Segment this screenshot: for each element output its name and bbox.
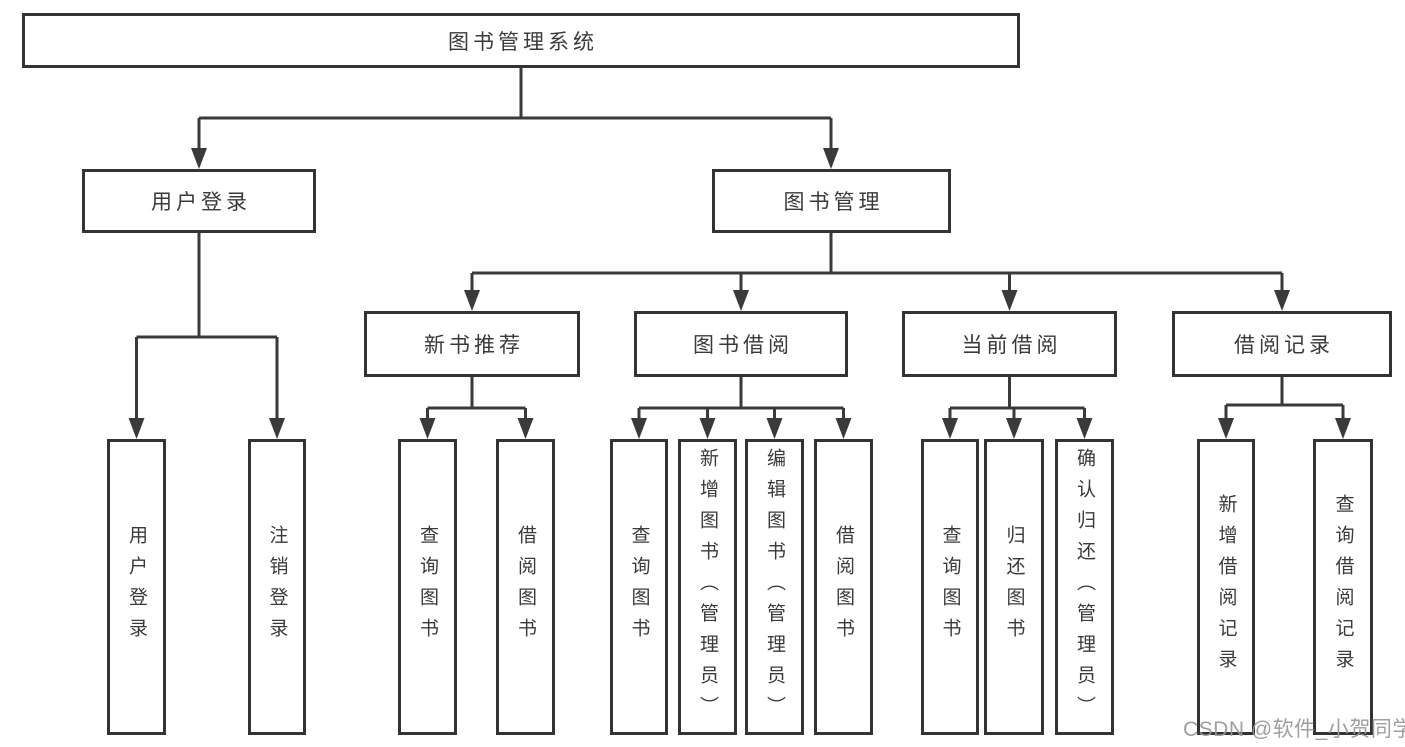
watermark: CSDN @软件_小贺同学: [1183, 718, 1405, 741]
leaf-logout-login: 注销登录: [248, 439, 306, 735]
node-book-borrowing: 图书借阅: [634, 311, 848, 377]
leaf-confirm-return-admin: 确认归还（管理员）: [1055, 439, 1114, 735]
node-current-borrowing: 当前借阅: [902, 311, 1117, 377]
node-user-login: 用户登录: [82, 169, 316, 233]
node-borrow-records: 借阅记录: [1172, 311, 1392, 377]
leaf-return-books: 归还图书: [984, 439, 1044, 735]
leaf-query-books-2: 查询图书: [610, 439, 668, 735]
leaf-borrow-books-2: 借阅图书: [814, 439, 873, 735]
node-new-book-recommend: 新书推荐: [364, 311, 580, 377]
leaf-user-login: 用户登录: [107, 439, 166, 735]
leaf-borrow-books-1: 借阅图书: [496, 439, 555, 735]
leaf-query-books-3: 查询图书: [921, 439, 979, 735]
leaf-query-borrow-record: 查询借阅记录: [1313, 439, 1373, 735]
node-library-system: 图书管理系统: [22, 13, 1020, 68]
leaf-add-borrow-record: 新增借阅记录: [1197, 439, 1255, 735]
node-book-management: 图书管理: [712, 169, 951, 233]
leaf-query-books-1: 查询图书: [398, 439, 457, 735]
leaf-add-books-admin: 新增图书（管理员）: [678, 439, 737, 735]
leaf-edit-books-admin: 编辑图书（管理员）: [745, 439, 804, 735]
